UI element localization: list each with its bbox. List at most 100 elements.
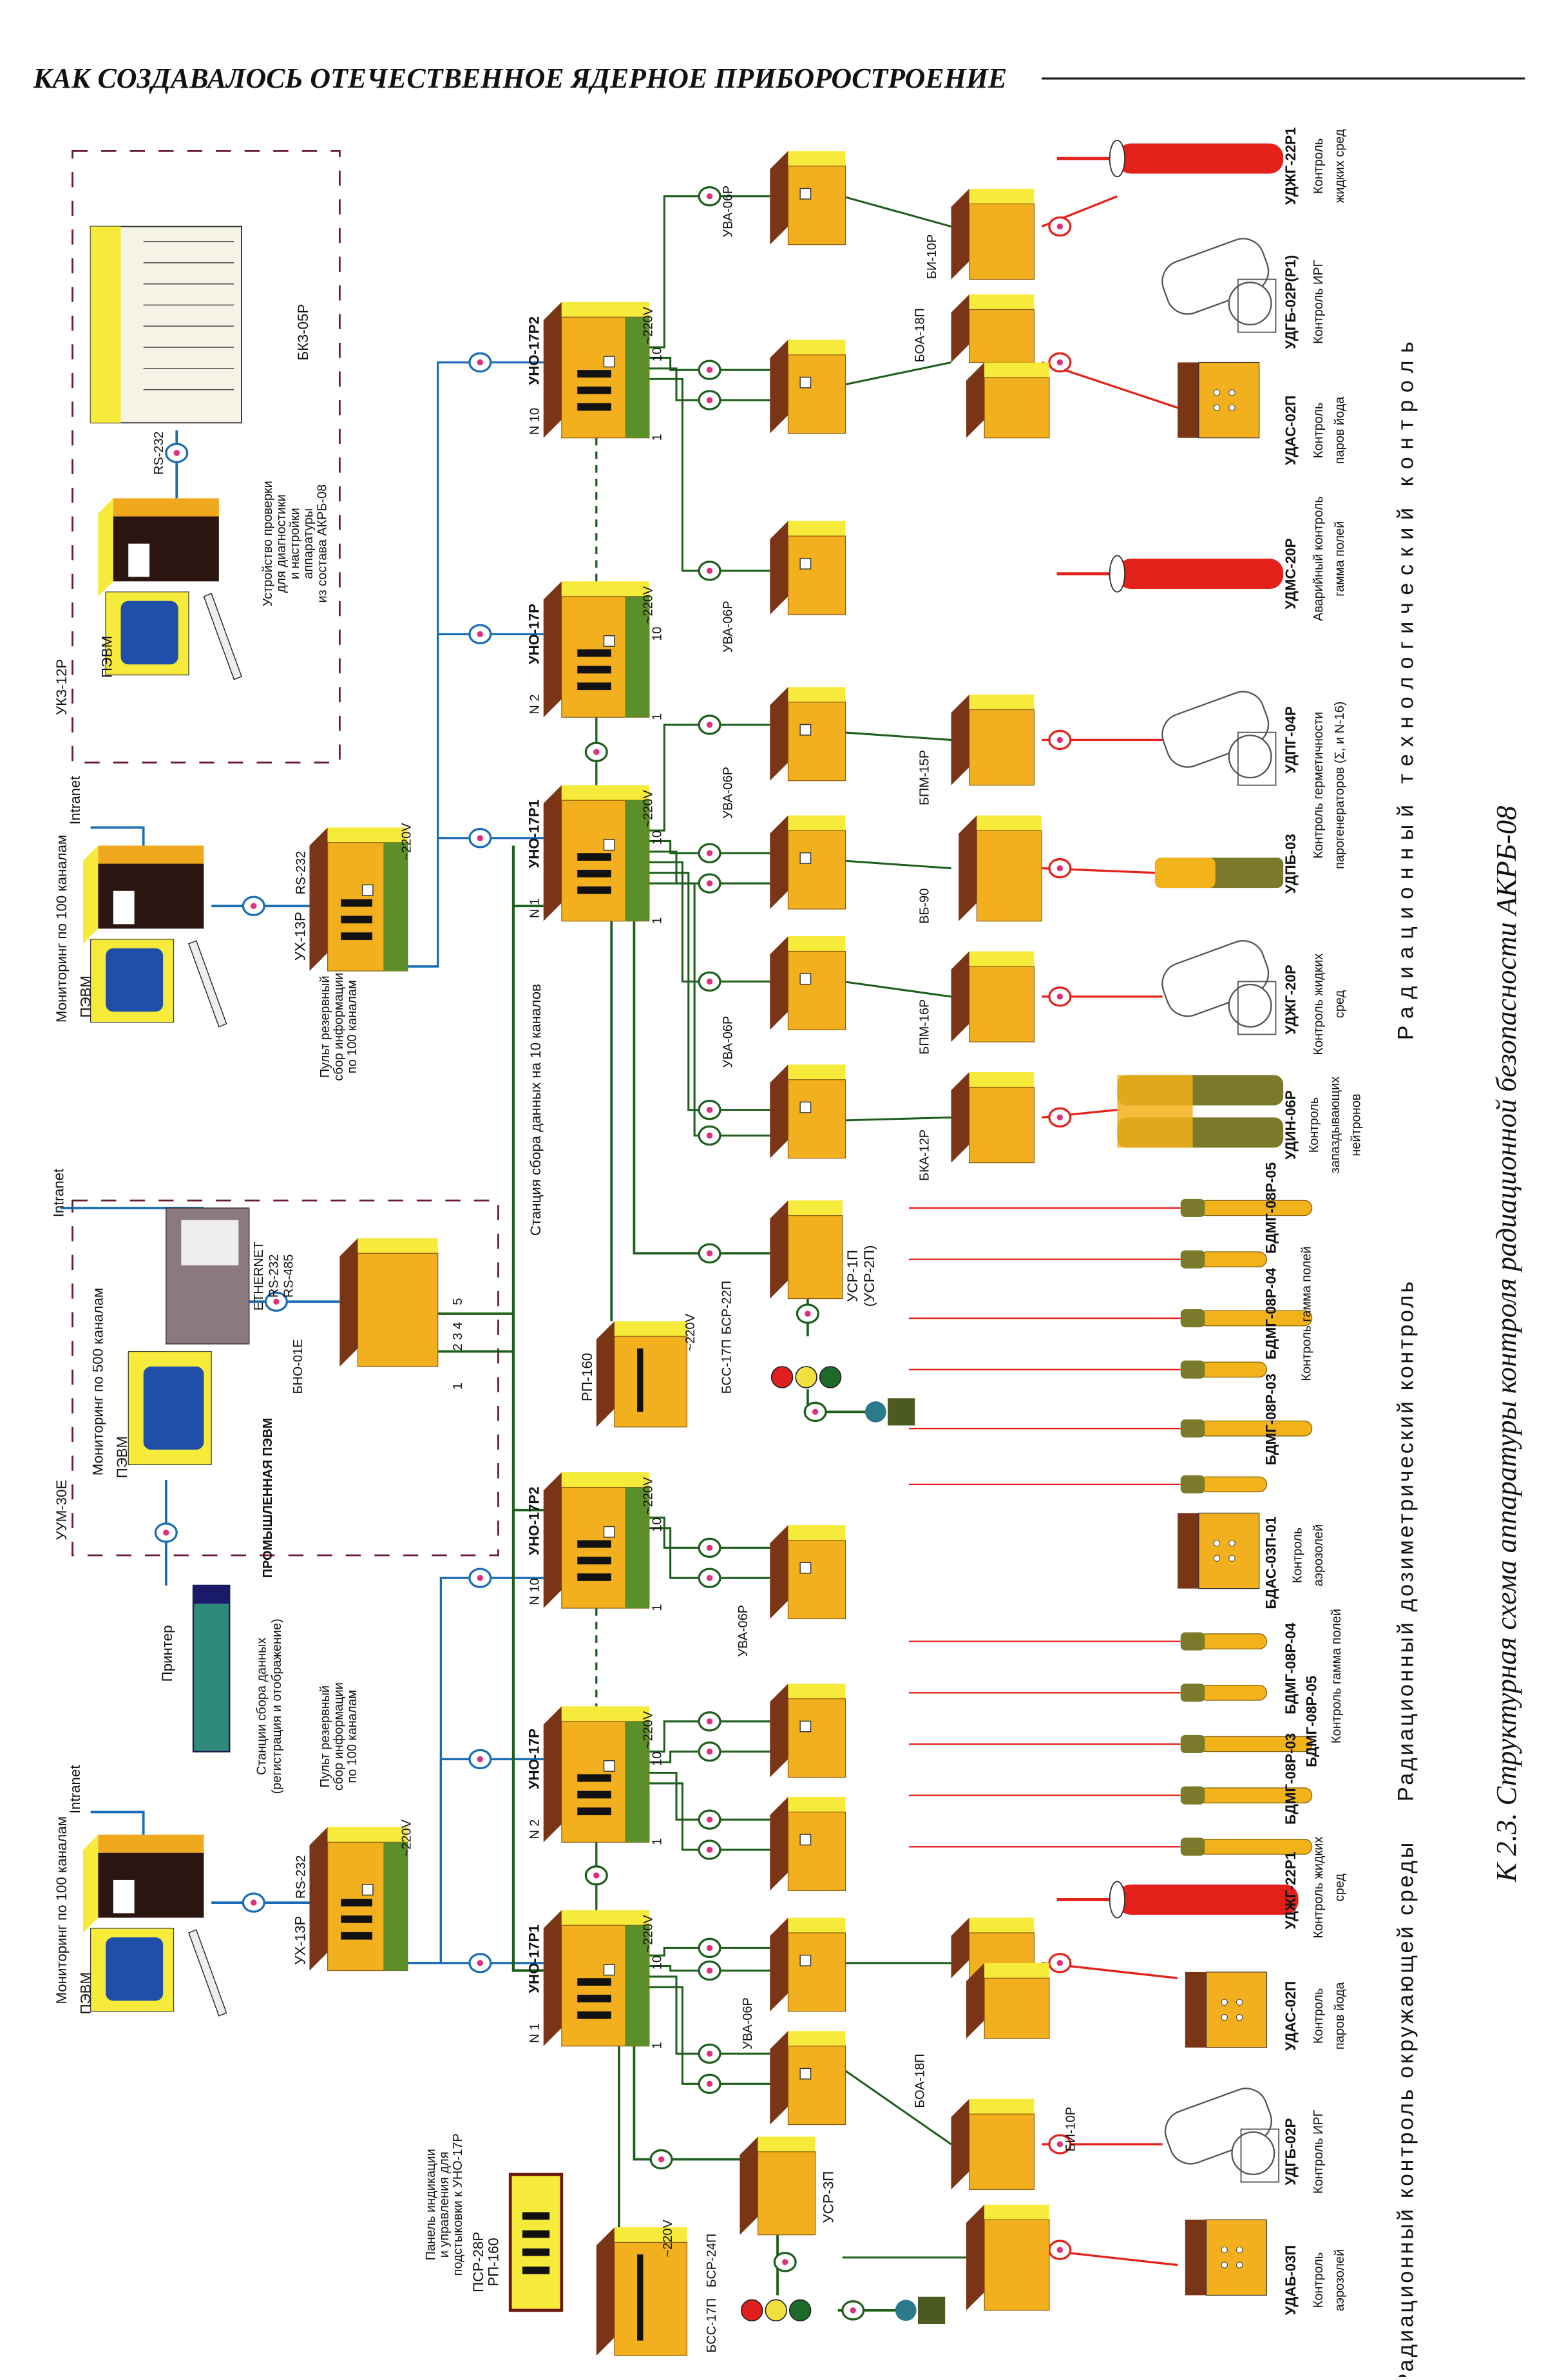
cabinet-side: [984, 2204, 1049, 2220]
connector-mark: [706, 1944, 713, 1952]
cabinet-panel: [625, 1925, 649, 2046]
connector-mark: [706, 2050, 713, 2057]
siren-box: [917, 2296, 946, 2324]
uum-monitor-screen: [143, 1367, 204, 1450]
uno-name: УНО-17Р: [526, 1729, 542, 1789]
cabinet-slot: [577, 403, 611, 411]
connector-mark: [706, 1847, 713, 1853]
channel-wire: [649, 1771, 770, 1821]
detector-description: Контроль ИРГ: [1312, 260, 1326, 344]
signal-light-icon: [819, 1366, 842, 1388]
rp160-label: РП-160: [579, 1353, 595, 1401]
vessel-stand: [1240, 2128, 1280, 2183]
connector-mark: [1056, 736, 1063, 744]
cabinet-indicator: [603, 1760, 615, 1772]
power-label: ~220V: [642, 1915, 656, 1953]
detection-unit: [966, 362, 1050, 439]
unit-wire: [842, 980, 951, 998]
labels-layer: УКЗ-12Р ПЭВМ RS-232 БКЗ-05Р Устройство п…: [50, 186, 1522, 2380]
bdmg-head: [1180, 1838, 1205, 1856]
channel-first: 1: [651, 2042, 665, 2049]
uum-monitor-label: Мониторинг по 500 каналам: [90, 1288, 106, 1475]
unit-wire: [842, 1116, 951, 1122]
detector-name: БДМГ-08Р-04: [1283, 1622, 1299, 1714]
uno-link: [407, 361, 544, 968]
connector-mark: [1056, 2141, 1063, 2147]
monitor-top-label: Мониторинг по 100 каналам: [53, 835, 70, 1022]
vessel-stand: [1237, 981, 1277, 1035]
detector-description: Контроль жидких: [1312, 954, 1326, 1055]
cabinet-indicator: [799, 1834, 812, 1846]
connector-mark: [477, 359, 484, 366]
printer-icon: [192, 1584, 231, 1752]
cabinet-slot: [577, 1557, 611, 1565]
detector-cap: [1109, 555, 1126, 593]
detection-unit: [966, 1963, 1050, 2039]
ukz-desc-2: для диагностики: [274, 494, 289, 593]
connector-mark: [477, 1756, 484, 1763]
cabinet-front: [969, 309, 1035, 363]
vessel-stand: [1237, 731, 1277, 786]
connector-mark: [1056, 865, 1063, 872]
udas-port: [1213, 1555, 1221, 1562]
cabinet-side: [561, 785, 649, 801]
cabinet-top: [770, 936, 788, 1030]
uva-06r-unit: [770, 340, 846, 434]
detector-description: жидких сред: [1333, 129, 1347, 203]
bdmg-head: [1180, 1419, 1205, 1438]
detector-description: сред: [1333, 1874, 1347, 1902]
psr-slot: [522, 2212, 550, 2220]
power-label: ~220V: [661, 2220, 675, 2258]
cabinet-top: [770, 151, 788, 245]
cabinet-top: [596, 2227, 615, 2356]
stations-label-2: (регистрация и отображение): [270, 1618, 284, 1794]
connector-mark: [706, 978, 713, 985]
udpb-03-body: [1154, 858, 1216, 888]
detector-description: аэрозолей: [1333, 2249, 1347, 2312]
udas-02p-detector: [1178, 362, 1199, 438]
cabinet-indicator: [361, 884, 374, 896]
uva-06r-unit: [770, 151, 846, 245]
siren-icon: [864, 1401, 886, 1423]
cabinet-side: [969, 188, 1035, 204]
uum-intranet: Intranet: [50, 1168, 66, 1217]
channel-wire: [649, 850, 770, 885]
usr2-label: (УСР-2П): [861, 1245, 877, 1307]
uno-cabinet: [543, 785, 650, 922]
uno-name: УНО-17Р1: [526, 1924, 542, 1993]
detector-cap: [1109, 140, 1126, 178]
connector-mark: [658, 2156, 665, 2163]
panel-desc-1: Панель индикации: [424, 2149, 438, 2260]
usr-1p-unit: [770, 1200, 843, 1300]
cabinet-top: [543, 785, 562, 921]
connector-mark: [706, 193, 713, 200]
cabinet-top: [770, 2031, 788, 2125]
ux-bottom-desc-1: Пульт резервный: [318, 1685, 332, 1788]
ux-top-desc-3: по 100 каналам: [345, 980, 359, 1073]
uva-06r-unit: [770, 1797, 846, 1891]
cabinet-front: [787, 1539, 846, 1620]
cabinet-panel: [625, 317, 649, 438]
power-label: ~220V: [400, 823, 414, 861]
keyboard: [188, 1929, 227, 2017]
bpm15-label: БПМ-15Р: [917, 750, 931, 805]
uva-06r-unit: [770, 687, 846, 782]
detection-unit: [951, 188, 1035, 280]
bdmg-08r-detector: [1198, 1633, 1267, 1649]
ukz-desc-3: и настройки: [288, 508, 302, 579]
channel-wire: [649, 1782, 770, 1851]
ukz-desc-4: аппаратуры: [301, 508, 316, 579]
uva-label: УВА-06Р: [741, 1997, 755, 2049]
signal-light-icon: [795, 1366, 817, 1388]
unit-wire: [842, 731, 951, 741]
cabinet-top: [309, 1827, 328, 1971]
uno-number: N 1: [528, 898, 542, 918]
cabinet-front: [787, 702, 846, 782]
wiring-layer: [60, 149, 1181, 2321]
ukz-pc: [98, 498, 242, 680]
connector-mark: [593, 749, 600, 755]
channel-first: 1: [651, 917, 665, 924]
ux-top-name: УХ-13Р: [292, 912, 308, 961]
bdmg-head: [1180, 1475, 1205, 1493]
detector-name: УДАБ-03П: [1283, 2245, 1299, 2316]
